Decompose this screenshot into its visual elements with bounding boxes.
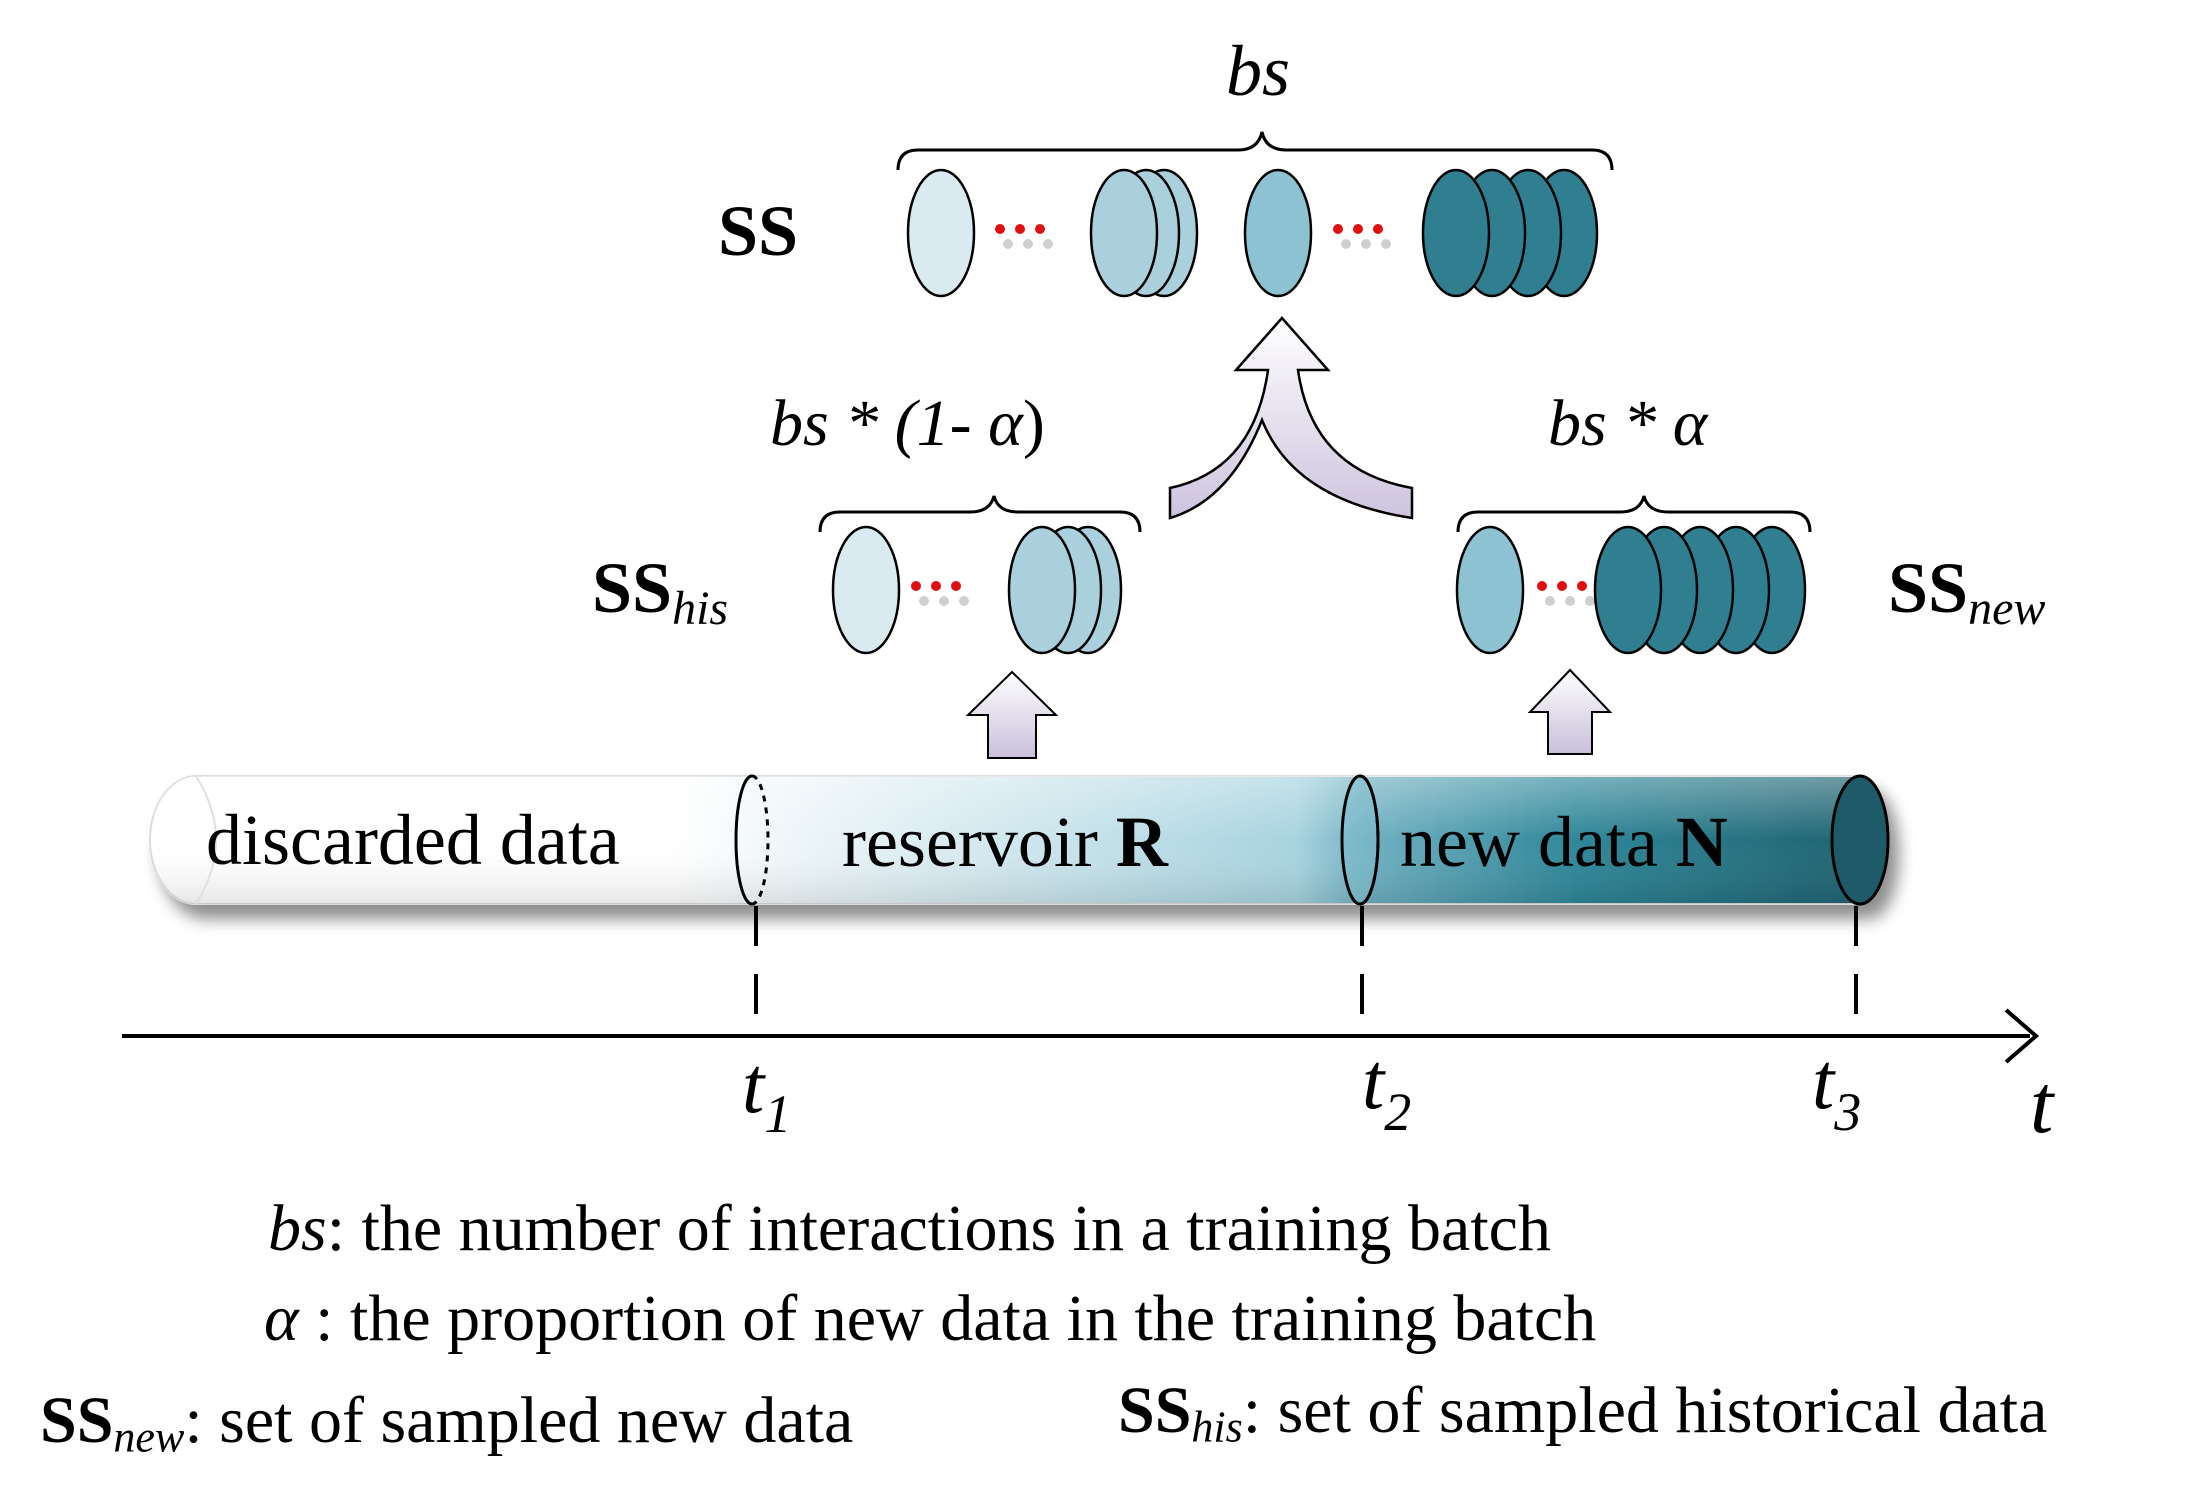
data-item-ellipse (831, 525, 901, 655)
discarded-data-label: discarded data (206, 800, 620, 880)
ss-new-bracket-label: bs * α (1548, 387, 1709, 460)
sample-up-arrow-icon (965, 670, 1059, 759)
sample-up-arrow-icon (1527, 668, 1613, 755)
legend-ssnew: SSnew: set of sampled new data (40, 1388, 853, 1460)
ss-new-label: SSnew (1888, 548, 2045, 635)
legend-alpha: α : the proportion of new data in the tr… (264, 1286, 1596, 1352)
legend-bs: bs: the number of interactions in a trai… (268, 1196, 1551, 1262)
ss-new-brace (1456, 495, 1812, 533)
ss-top-brace (896, 131, 1614, 171)
ss-top-group: bs SS (718, 31, 1614, 298)
ss-his-brace (818, 495, 1142, 533)
data-item-ellipse (1089, 168, 1159, 298)
ellipsis-dots (911, 581, 969, 606)
data-item-ellipse (906, 168, 976, 298)
legend-alpha-def: : the proportion of new data in the trai… (298, 1282, 1597, 1355)
ss-his-bracket-label: bs * (1- α) (770, 387, 1045, 460)
boundary-t1 (734, 774, 753, 906)
tick-label-t3: t3 (1812, 1038, 1861, 1142)
cylinder-shade (150, 776, 1888, 904)
legend-ssnew-def: : set of sampled new data (184, 1384, 854, 1457)
tick-label-t1: t1 (742, 1042, 791, 1144)
data-item-ellipse (1593, 525, 1663, 655)
legend-sshis: SShis: set of sampled historical data (1118, 1378, 2047, 1450)
legend-sshis-main: SS (1118, 1374, 1192, 1447)
cylinder-left-cap (195, 775, 217, 905)
merge-arrow-icon (1168, 316, 1414, 520)
ss-new-group: bs * α SSnew (1455, 387, 2045, 755)
tick-label-t2: t2 (1362, 1038, 1411, 1142)
ellipsis-dots (1537, 581, 1595, 606)
axis-arrowhead-icon (2004, 1008, 2040, 1064)
data-item-ellipse (1455, 525, 1525, 655)
data-stream-cylinder: discarded data reservoir R new data N (149, 774, 1890, 906)
new-data-label: new data N (1400, 802, 1728, 882)
data-item-ellipse (1007, 525, 1077, 655)
legend-sshis-def: : set of sampled historical data (1242, 1374, 2048, 1447)
legend-sshis-sub: his (1191, 1402, 1243, 1452)
ellipsis-dots (1333, 224, 1391, 249)
ss-his-group: bs * (1- α) SShis (592, 387, 1142, 759)
legend-bs-term: bs (268, 1192, 327, 1265)
timeline: t1 t2 t3 t (122, 906, 2056, 1151)
bs-bracket-label: bs (1226, 31, 1290, 111)
axis-label-t: t (2030, 1058, 2056, 1151)
legend-bs-def: : the number of interactions in a traini… (326, 1192, 1551, 1265)
ss-his-label: SShis (592, 548, 728, 635)
cylinder-right-cap (1830, 774, 1890, 906)
legend-ssnew-main: SS (40, 1384, 114, 1457)
data-item-ellipse (1421, 168, 1491, 298)
data-item-ellipse (1243, 168, 1313, 298)
legend-alpha-term: α (264, 1282, 299, 1355)
legend-ssnew-sub: new (113, 1412, 185, 1462)
reservoir-label: reservoir R (842, 802, 1169, 882)
ellipsis-dots (995, 224, 1053, 249)
ss-label: SS (718, 191, 798, 271)
